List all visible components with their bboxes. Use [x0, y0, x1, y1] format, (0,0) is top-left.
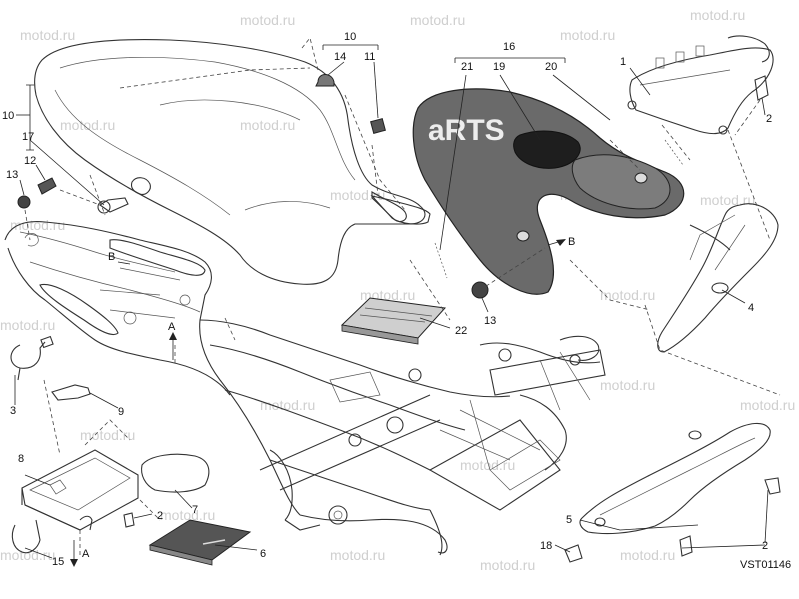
callout-13: 13 [6, 169, 18, 181]
ref-marker-b: B [568, 236, 575, 248]
callout-17: 17 [22, 131, 34, 143]
watermark-text: motod.ru [460, 457, 515, 473]
watermark-text: motod.ru [480, 557, 535, 573]
tail-side-panel-part-1 [627, 35, 774, 135]
callout-11: 11 [364, 51, 375, 63]
watermark-text: motod.ru [240, 12, 295, 28]
watermark-text: motod.ru [620, 547, 675, 563]
rear-subframe [4, 221, 606, 556]
seat-cover-logo: aRTS [428, 114, 505, 147]
callout-10: 10 [2, 110, 14, 122]
watermark-text: motod.ru [20, 27, 75, 43]
side-cover-part-5 [579, 422, 771, 535]
watermark-text: motod.ru [0, 317, 55, 333]
callout-4: 4 [748, 302, 754, 314]
rubber-strap-part-15 [11, 519, 41, 554]
hardware-parts [17, 74, 781, 563]
drawing-code: VST01146 [740, 559, 791, 571]
callout-12: 12 [24, 155, 36, 167]
cable-part-3 [10, 335, 54, 381]
callout-18: 18 [540, 540, 552, 552]
watermark-text: motod.ru [80, 427, 135, 443]
watermark-text: motod.ru [700, 192, 755, 208]
callout-1: 1 [620, 56, 626, 68]
callout-5: 5 [566, 514, 572, 526]
rider-seat [34, 38, 431, 285]
seat-cover: aRTS [412, 88, 685, 295]
ref-marker-a: A [82, 548, 90, 560]
tail-panel-part-4 [657, 203, 779, 353]
watermark-text: motod.ru [600, 287, 655, 303]
reference-markers: A A B B [70, 236, 575, 567]
watermark-text: motod.ru [690, 7, 745, 23]
callout-13: 13 [484, 315, 496, 327]
callout-2: 2 [766, 113, 772, 125]
watermark-text: motod.ru [240, 117, 295, 133]
callout-6: 6 [260, 548, 266, 560]
callout-15: 15 [52, 556, 64, 568]
battery-tray-part-8 [21, 449, 139, 531]
callout-20: 20 [545, 61, 557, 73]
callout-22: 22 [455, 325, 467, 337]
callout-21: 21 [461, 61, 473, 73]
watermark-text: motod.ru [330, 187, 385, 203]
callout-9: 9 [118, 406, 124, 418]
watermark-text: motod.ru [10, 217, 65, 233]
ref-marker-b: B [108, 251, 115, 263]
callout-leaders [14, 44, 769, 559]
watermark-text: motod.ru [60, 117, 115, 133]
watermark-text: motod.ru [560, 27, 615, 43]
callout-8: 8 [18, 453, 24, 465]
watermark-text: motod.ru [330, 547, 385, 563]
key-part-9 [51, 384, 91, 401]
booklet-part-22 [340, 297, 447, 345]
assembly-guide-lines [24, 37, 781, 555]
callout-2: 2 [157, 510, 163, 522]
watermark-text: motod.ru [260, 397, 315, 413]
callout-7: 7 [192, 504, 198, 516]
callout-3: 3 [10, 405, 16, 417]
watermark-text: motod.ru [0, 547, 55, 563]
callout-2: 2 [762, 540, 768, 552]
owners-manual-part-6 [148, 519, 252, 566]
watermark-layer: motod.ru motod.ru motod.ru motod.ru moto… [0, 7, 795, 573]
foam-pad-part-7 [141, 453, 210, 493]
callout-numbers: 1 2 2 2 3 4 5 6 7 8 9 10 10 11 12 13 13 … [2, 31, 772, 568]
callout-10: 10 [344, 31, 356, 43]
ref-marker-a: A [168, 321, 176, 333]
watermark-text: motod.ru [600, 377, 655, 393]
watermark-text: motod.ru [740, 397, 795, 413]
callout-16: 16 [503, 41, 515, 53]
callout-19: 19 [493, 61, 505, 73]
watermark-text: motod.ru [160, 507, 215, 523]
callout-14: 14 [334, 51, 346, 63]
watermark-text: motod.ru [410, 12, 465, 28]
